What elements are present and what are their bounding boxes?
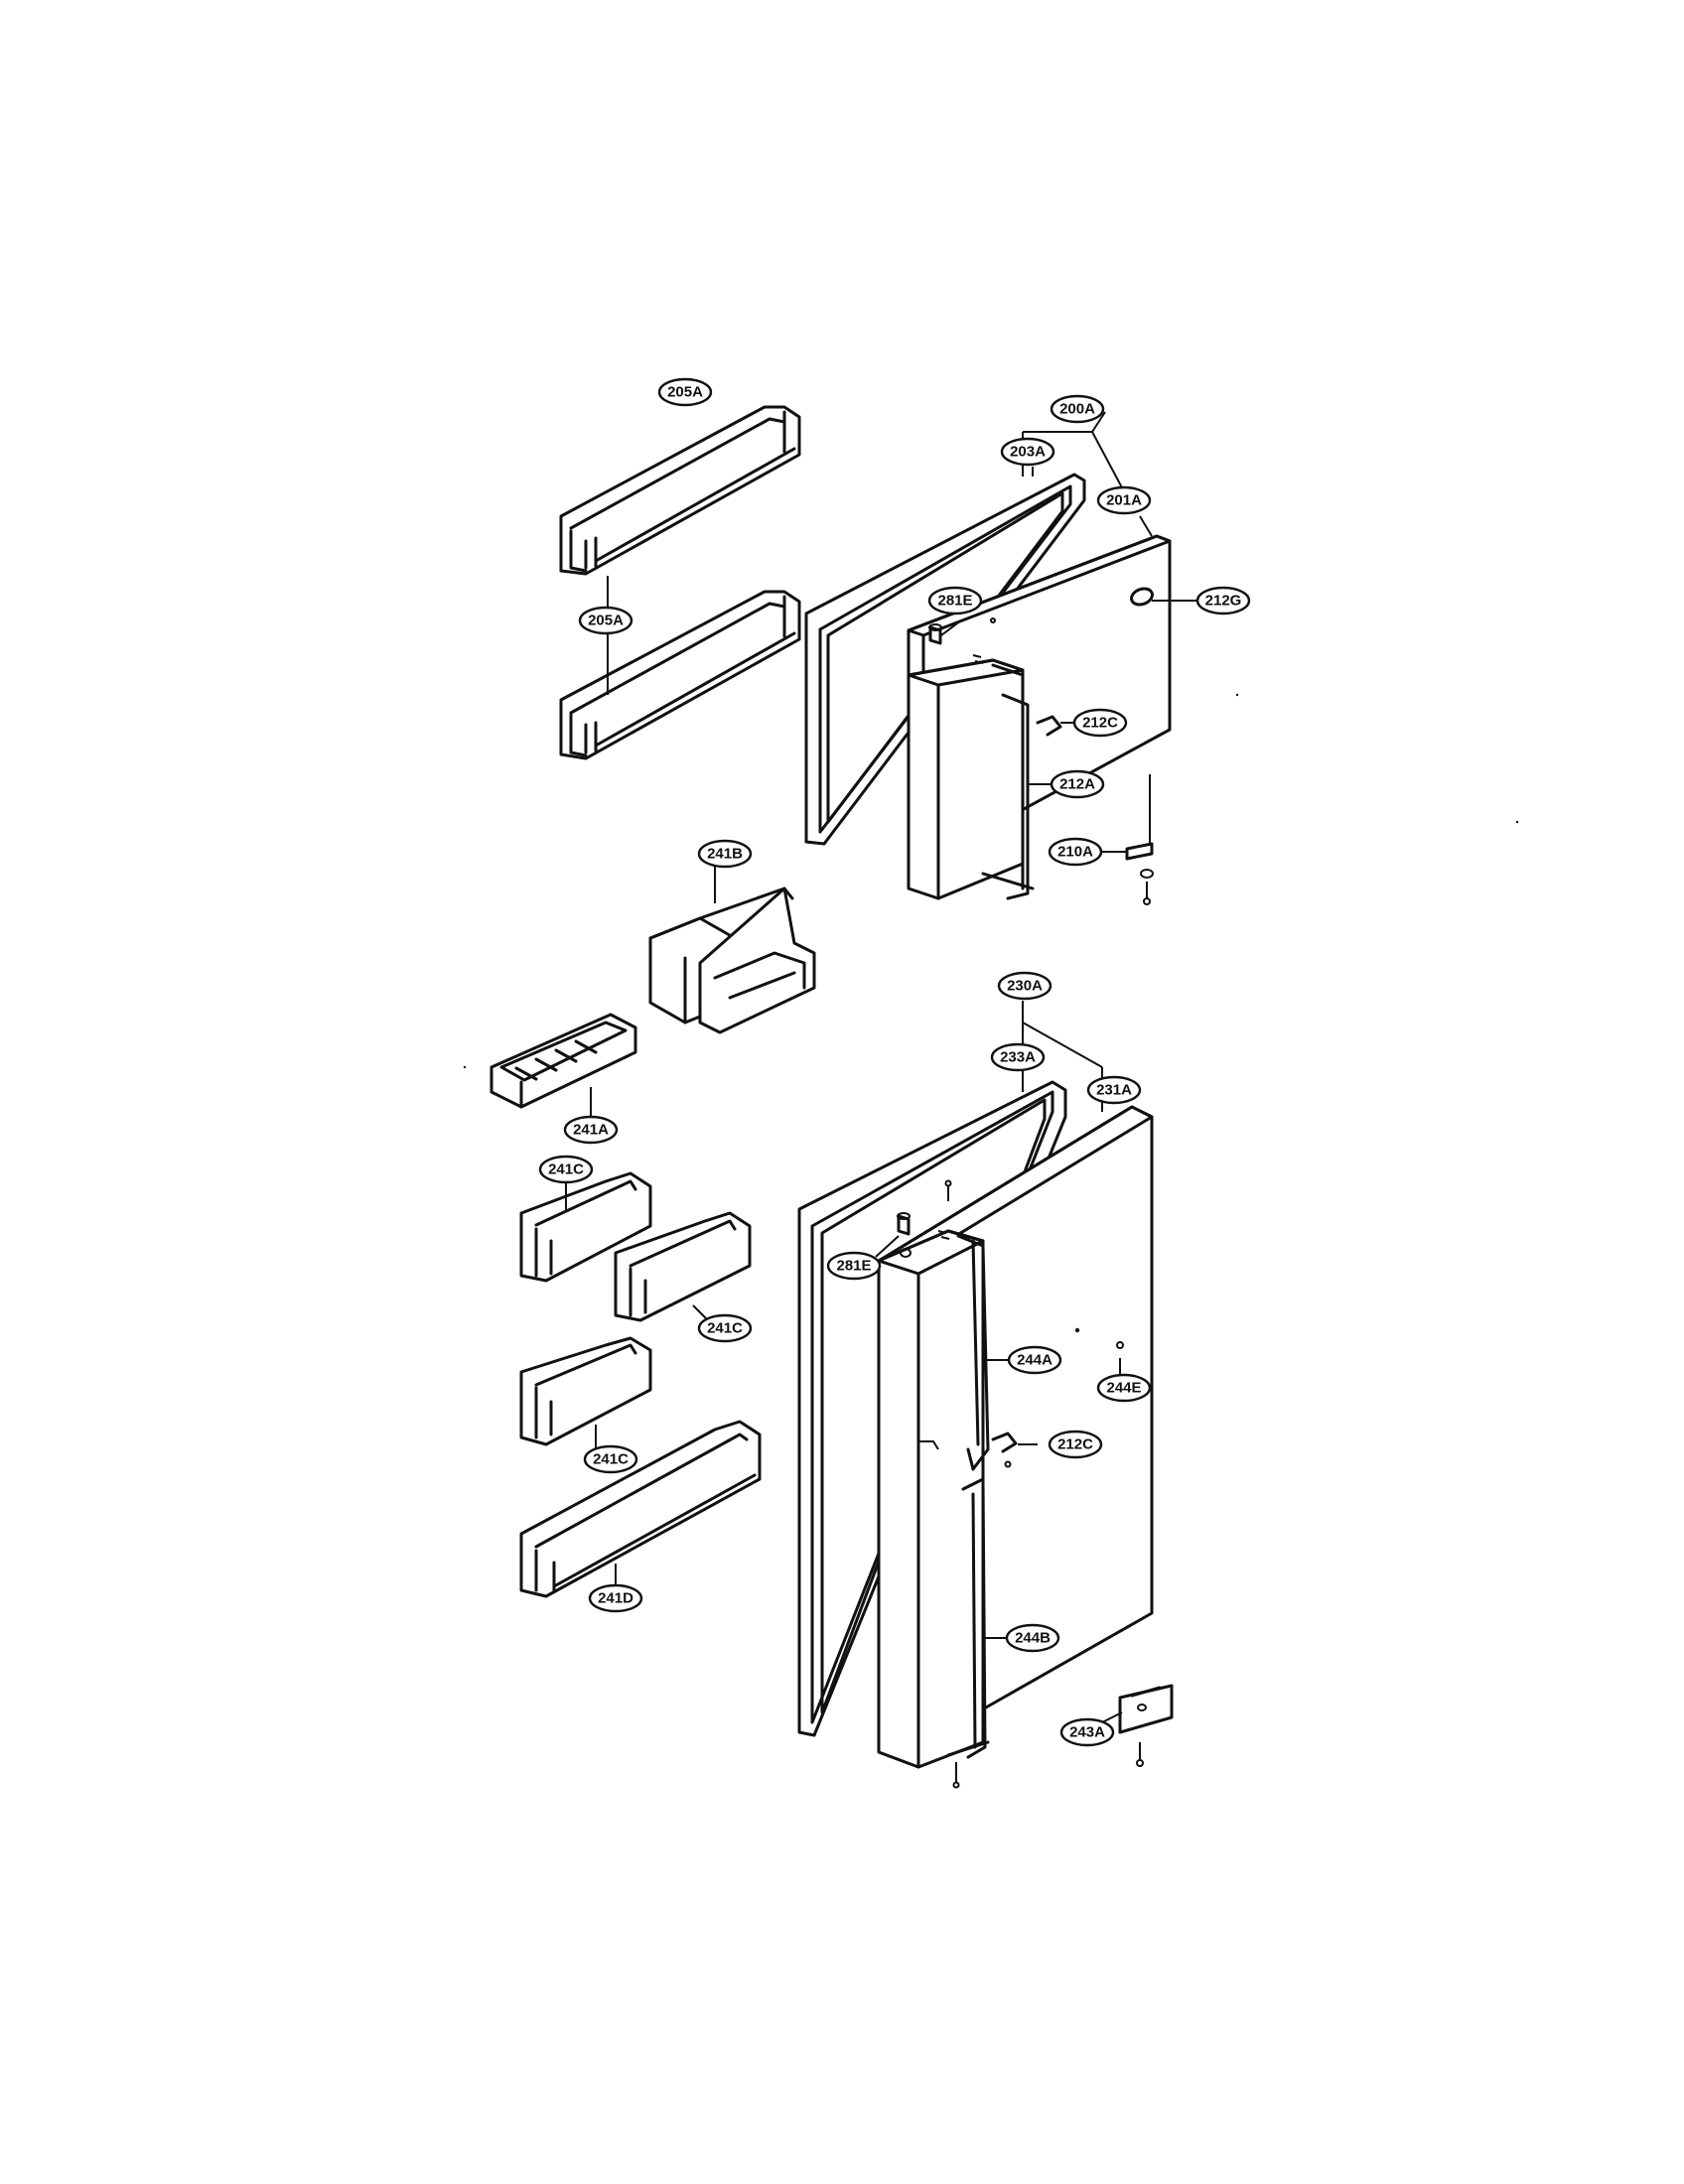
callout-281e-bottom: 281E: [826, 1251, 882, 1281]
svg-text:212C: 212C: [1057, 1436, 1093, 1453]
callout-244e: 244E: [1096, 1373, 1152, 1403]
svg-text:244E: 244E: [1106, 1380, 1141, 1397]
hinge-210a-upper: [1125, 842, 1154, 905]
svg-text:244B: 244B: [1015, 1630, 1051, 1647]
svg-text:241B: 241B: [707, 846, 743, 863]
svg-text:205A: 205A: [667, 384, 703, 401]
clip-212c-lower: [991, 1432, 1018, 1453]
svg-text:203A: 203A: [1010, 444, 1046, 461]
svg-text:200A: 200A: [1059, 401, 1095, 418]
door-bin-241c-1: [519, 1171, 652, 1283]
callout-212g: 212G: [1195, 586, 1251, 615]
callout-200a: 200A: [1050, 394, 1105, 424]
callout-231a: 231A: [1086, 1075, 1142, 1105]
door-shelf-205a-lower: [559, 590, 801, 760]
fresh-food-handle-panel: [877, 1229, 985, 1769]
callout-243a: 243A: [1059, 1717, 1115, 1747]
callout-205a-bottom: 205A: [578, 606, 633, 635]
svg-text:212G: 212G: [1205, 593, 1242, 610]
svg-text:212C: 212C: [1082, 715, 1118, 732]
svg-text:230A: 230A: [1007, 978, 1043, 995]
svg-text:243A: 243A: [1069, 1724, 1105, 1741]
callout-241c-3: 241C: [583, 1444, 638, 1474]
screw-281e-upper: [928, 623, 942, 645]
screw-281e-lower: [897, 1212, 912, 1258]
svg-text:281E: 281E: [836, 1258, 871, 1275]
dairy-bin-241b: [648, 887, 816, 1034]
callout-233a: 233A: [990, 1042, 1046, 1072]
gasket-203a: [804, 473, 1086, 846]
callout-210a: 210A: [1048, 837, 1103, 867]
door-bin-241c-2: [614, 1211, 752, 1322]
callout-244a: 244A: [1007, 1345, 1062, 1375]
svg-text:205A: 205A: [588, 613, 624, 629]
callout-281e-top: 281E: [927, 586, 983, 615]
svg-text:241C: 241C: [548, 1161, 584, 1178]
door-bin-241c-3: [519, 1336, 652, 1446]
callout-212a: 212A: [1050, 769, 1105, 799]
callout-203a: 203A: [1000, 437, 1055, 467]
gasket-233a: [797, 1080, 1067, 1737]
svg-text:241C: 241C: [593, 1451, 629, 1468]
svg-text:233A: 233A: [1000, 1049, 1036, 1066]
svg-text:241C: 241C: [707, 1320, 743, 1337]
svg-text:281E: 281E: [937, 593, 972, 610]
door-shelf-205a-upper: [559, 405, 801, 576]
callout-230a: 230A: [997, 971, 1052, 1001]
callout-241c-1: 241C: [538, 1155, 594, 1184]
egg-tray-241a: [490, 1013, 637, 1109]
callout-244b: 244B: [1005, 1623, 1060, 1653]
handle-244a: [956, 1234, 990, 1471]
door-shelf-241d: [519, 1420, 762, 1598]
callout-201a: 201A: [1096, 485, 1152, 515]
callout-212c-top: 212C: [1072, 708, 1128, 738]
clip-212c-upper: [1036, 715, 1062, 737]
callout-241b: 241B: [697, 839, 753, 869]
callout-212c-bottom: 212C: [1048, 1430, 1103, 1459]
hinge-243a-lower: [1118, 1684, 1174, 1767]
svg-text:231A: 231A: [1096, 1082, 1132, 1099]
handle-244b: [946, 1477, 990, 1759]
callout-241d: 241D: [588, 1583, 643, 1613]
freezer-handle-212a: [907, 658, 1035, 900]
callout-241a: 241A: [563, 1115, 619, 1145]
svg-text:241D: 241D: [598, 1590, 633, 1607]
svg-text:201A: 201A: [1106, 492, 1142, 509]
callout-241c-2: 241C: [697, 1313, 753, 1343]
callout-205a-top: 205A: [657, 377, 713, 407]
svg-text:241A: 241A: [573, 1122, 609, 1139]
svg-text:210A: 210A: [1057, 844, 1093, 861]
svg-text:212A: 212A: [1059, 776, 1095, 793]
svg-text:244A: 244A: [1017, 1352, 1052, 1369]
